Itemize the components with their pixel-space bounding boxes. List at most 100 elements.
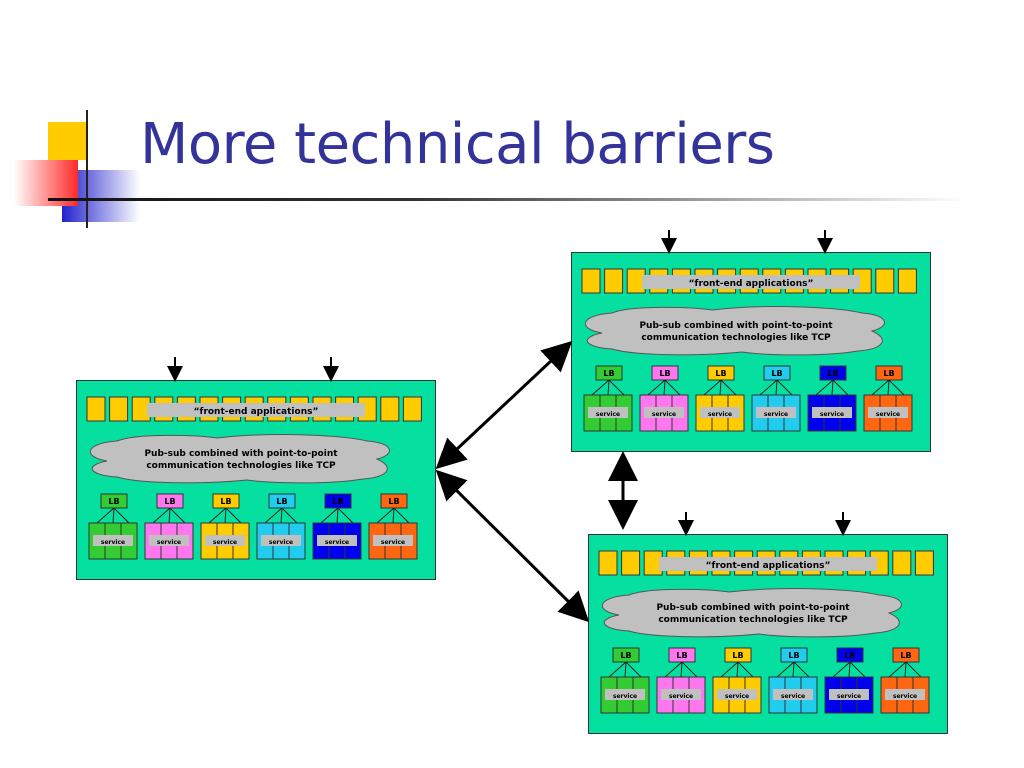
lb-connector — [608, 661, 627, 678]
service-banner — [149, 535, 189, 546]
service-banner — [644, 407, 684, 418]
lb-connector — [225, 507, 242, 524]
lb-connector — [264, 507, 283, 524]
corner-decoration — [0, 0, 140, 230]
front-end-banner — [642, 275, 860, 289]
load-balancer-label: LB — [388, 497, 399, 506]
lb-connector — [224, 507, 227, 524]
service-banner — [700, 407, 740, 418]
service-label: service — [781, 693, 805, 700]
front-end-app-box — [621, 550, 641, 576]
service-banner — [205, 535, 245, 546]
front-end-app-box — [581, 268, 601, 294]
load-balancer-label: LB — [900, 651, 911, 660]
lb-connector — [871, 379, 890, 396]
cluster-diagram: “front-end applications”Pub-sub combined… — [598, 550, 934, 714]
lb-connector — [608, 379, 625, 396]
lb-connector — [663, 379, 666, 396]
service-banner — [812, 407, 852, 418]
page-title: More technical barriers — [140, 112, 775, 177]
service-banner — [317, 535, 357, 546]
lb-connector — [336, 507, 339, 524]
lb-connector — [664, 379, 681, 396]
lb-connector — [281, 507, 298, 524]
lb-connector — [888, 661, 907, 678]
arrow-left-to-bottom — [435, 469, 590, 623]
lb-connector — [703, 379, 722, 396]
lb-connector — [392, 507, 395, 524]
lb-connector — [169, 507, 186, 524]
load-balancer-label: LB — [771, 369, 782, 378]
service-label: service — [876, 411, 900, 418]
load-balancer-label: LB — [883, 369, 894, 378]
front-end-banner — [147, 403, 365, 417]
lb-connector — [792, 661, 795, 678]
cloud-text-line1: Pub-sub combined with point-to-point — [656, 603, 850, 613]
lb-connector — [376, 507, 395, 524]
service-label: service — [708, 411, 732, 418]
lb-connector — [776, 661, 795, 678]
service-label: service — [325, 539, 349, 546]
cloud-text-line2: communication technologies like TCP — [658, 615, 848, 625]
front-end-app-box — [875, 268, 895, 294]
service-label: service — [820, 411, 844, 418]
lb-connector — [888, 379, 905, 396]
front-end-app-box — [380, 396, 400, 422]
service-banner — [373, 535, 413, 546]
lb-connector — [152, 507, 171, 524]
cloud-text-line2: communication technologies like TCP — [641, 333, 831, 343]
service-label: service — [157, 539, 181, 546]
lb-connector — [393, 507, 410, 524]
service-banner — [605, 689, 645, 700]
lb-connector — [815, 379, 834, 396]
pubsub-cloud — [584, 306, 885, 356]
front-end-app-box — [402, 396, 422, 422]
lb-connector — [831, 379, 834, 396]
lb-connector — [793, 661, 810, 678]
service-banner — [717, 689, 757, 700]
lb-connector — [719, 379, 722, 396]
service-banner — [829, 689, 869, 700]
cluster-left: “front-end applications”Pub-sub combined… — [76, 380, 436, 580]
front-end-app-box — [109, 396, 129, 422]
lb-connector — [775, 379, 778, 396]
lb-connector — [681, 661, 698, 678]
arrow-left-to-top — [435, 340, 573, 470]
pubsub-cloud — [601, 588, 902, 638]
lb-connector — [720, 379, 737, 396]
lb-connector — [849, 661, 866, 678]
service-label: service — [269, 539, 293, 546]
cluster-diagram: “front-end applications”Pub-sub combined… — [581, 268, 917, 432]
lb-connector — [887, 379, 890, 396]
lb-connector — [647, 379, 666, 396]
lb-connector — [591, 379, 610, 396]
lb-connector — [320, 507, 339, 524]
load-balancer-label: LB — [676, 651, 687, 660]
lb-connector — [337, 507, 354, 524]
service-banner — [588, 407, 628, 418]
service-label: service — [669, 693, 693, 700]
lb-connector — [624, 661, 627, 678]
title-underline — [48, 198, 968, 201]
service-banner — [93, 535, 133, 546]
load-balancer-label: LB — [164, 497, 175, 506]
load-balancer-label: LB — [788, 651, 799, 660]
lb-connector — [737, 661, 754, 678]
lb-connector — [112, 507, 115, 524]
load-balancer-label: LB — [603, 369, 614, 378]
lb-connector — [736, 661, 739, 678]
lb-connector — [168, 507, 171, 524]
cloud-text-line1: Pub-sub combined with point-to-point — [144, 449, 338, 459]
lb-connector — [904, 661, 907, 678]
lb-connector — [680, 661, 683, 678]
service-label: service — [101, 539, 125, 546]
cluster-bottom-right: “front-end applications”Pub-sub combined… — [588, 534, 948, 734]
pubsub-cloud — [89, 434, 390, 484]
service-label: service — [652, 411, 676, 418]
cluster-diagram: “front-end applications”Pub-sub combined… — [86, 396, 422, 560]
service-label: service — [213, 539, 237, 546]
front-end-banner — [659, 557, 877, 571]
load-balancer-label: LB — [332, 497, 343, 506]
lb-connector — [776, 379, 793, 396]
front-end-app-box — [86, 396, 106, 422]
